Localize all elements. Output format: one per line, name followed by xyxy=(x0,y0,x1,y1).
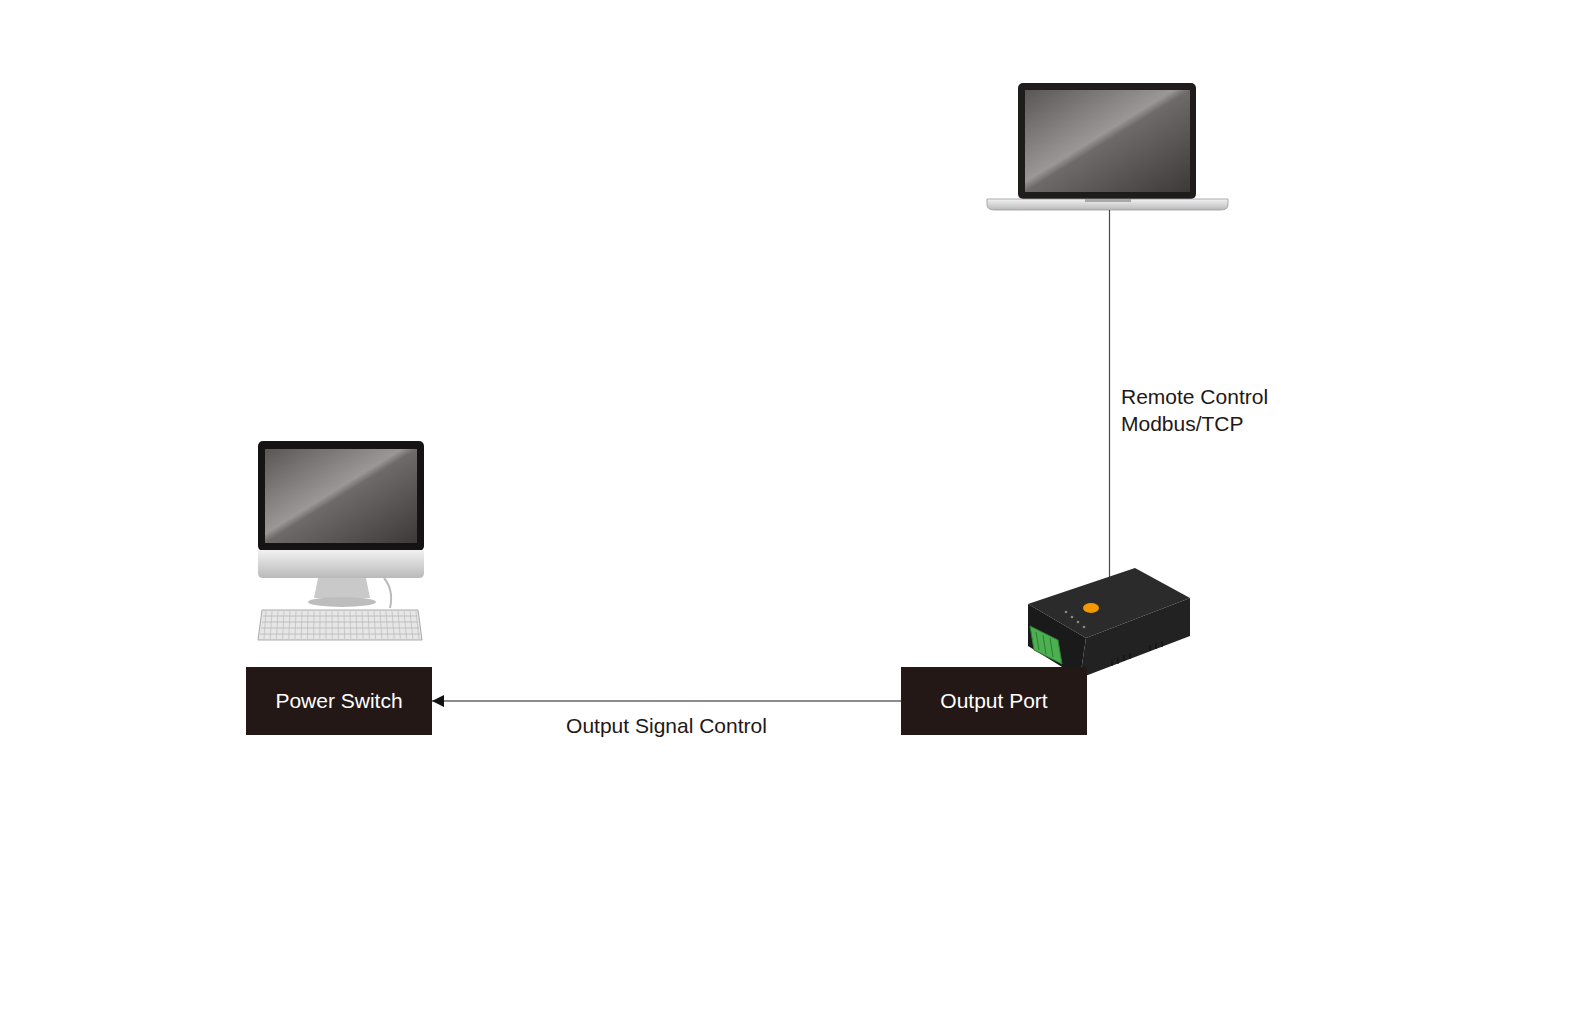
process-box: Power Switch xyxy=(246,667,432,735)
box-label: Power Switch xyxy=(275,689,402,713)
network-wire xyxy=(1109,210,1110,578)
signal-connector xyxy=(432,700,901,701)
box-label: Output Port xyxy=(940,689,1047,713)
desktop-illustration xyxy=(258,441,424,640)
protocol-label: Remote Control Modbus/TCP xyxy=(1121,383,1296,437)
connector-label: Output Signal Control xyxy=(563,714,770,738)
process-box: Output Port xyxy=(901,667,1087,735)
laptop-illustration xyxy=(987,83,1228,210)
io-device-illustration xyxy=(1028,568,1190,678)
